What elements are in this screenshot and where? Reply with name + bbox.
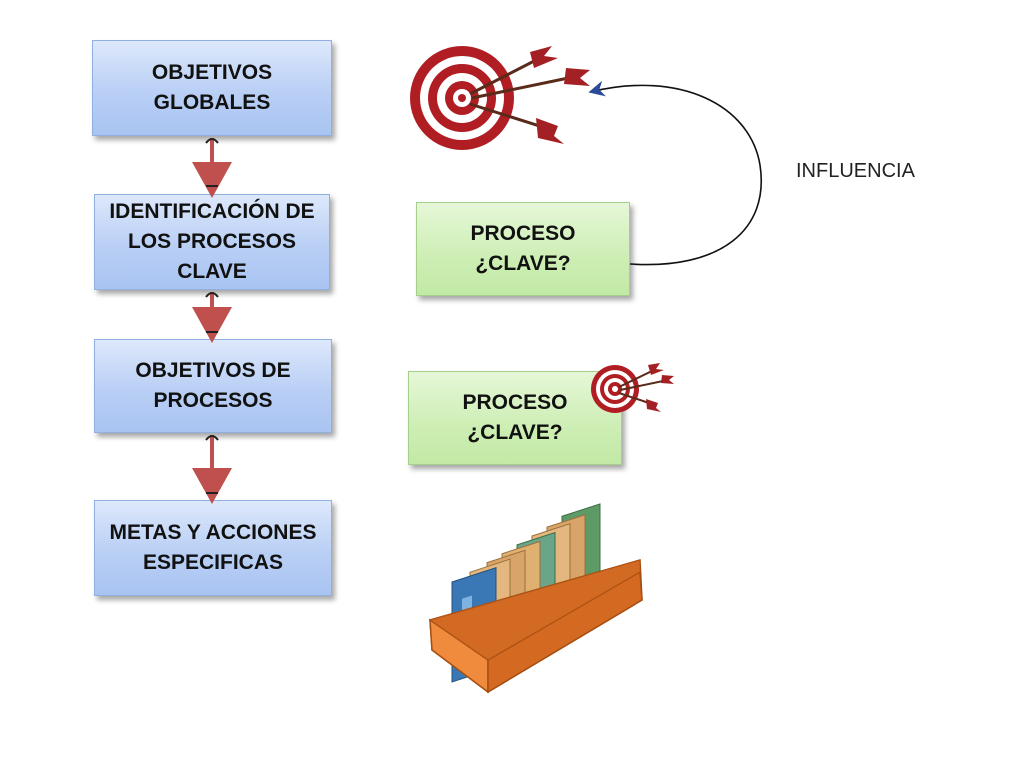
influence-arrow xyxy=(588,80,763,266)
box-identificacion-procesos-clave: IDENTIFICACIÓN DE LOS PROCESOS CLAVE xyxy=(94,194,330,290)
box-metas-y-acciones: METAS Y ACCIONES ESPECIFICAS xyxy=(94,500,332,596)
box-proceso-clave-1-text: PROCESO ¿CLAVE? xyxy=(470,222,576,275)
connector-arrow-2 xyxy=(192,292,232,343)
connector-arrow-1 xyxy=(192,138,232,198)
box-metas-text: METAS Y ACCIONES ESPECIFICAS xyxy=(109,521,317,574)
connector-arrow-3 xyxy=(192,435,232,504)
box-proceso-clave-2-text: PROCESO ¿CLAVE? xyxy=(462,391,568,444)
box-objetivos-globales-text: OBJETIVOS GLOBALES xyxy=(151,61,273,114)
box-objetivos-procesos-text: OBJETIVOS DE PROCESOS xyxy=(135,359,291,412)
file-box-icon xyxy=(429,503,643,694)
box-proceso-clave-2: PROCESO ¿CLAVE? xyxy=(408,371,622,465)
box-objetivos-globales: OBJETIVOS GLOBALES xyxy=(92,40,332,136)
target-icon xyxy=(410,46,590,150)
small-target-icon xyxy=(591,363,674,413)
influence-label: INFLUENCIA xyxy=(796,160,915,182)
box-proceso-clave-1: PROCESO ¿CLAVE? xyxy=(416,202,630,296)
box-identificacion-text: IDENTIFICACIÓN DE LOS PROCESOS CLAVE xyxy=(109,200,315,283)
box-objetivos-de-procesos: OBJETIVOS DE PROCESOS xyxy=(94,339,332,433)
